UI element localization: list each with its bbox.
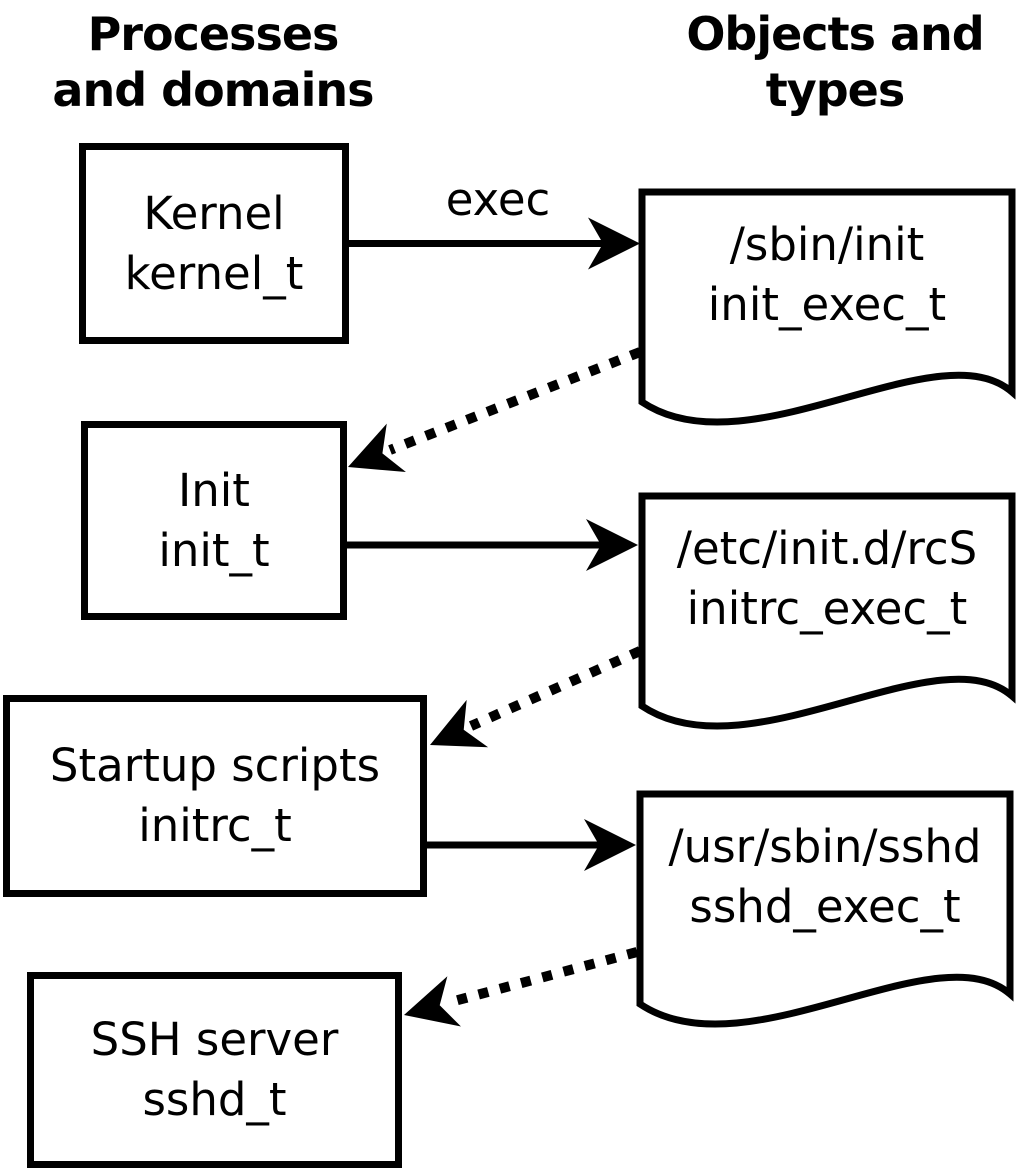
object-path: /sbin/init xyxy=(729,218,925,271)
transition-arrow-initrc-exec-to-initrc xyxy=(430,646,643,748)
exec-arrow-initrc-to-sshd-exec xyxy=(427,819,636,871)
arrowhead-icon xyxy=(430,699,489,748)
object-label: /usr/sbin/sshd sshd_exec_t xyxy=(636,817,1014,937)
object-type: init_exec_t xyxy=(707,278,947,331)
object-type: initrc_exec_t xyxy=(686,582,968,635)
kernel-box: Kernel kernel_t xyxy=(79,143,349,344)
domain-type: kernel_t xyxy=(124,246,304,300)
domain-type: sshd_t xyxy=(142,1073,287,1126)
arrowhead-icon xyxy=(584,819,636,871)
object-type: sshd_exec_t xyxy=(689,880,961,933)
object-label: /etc/init.d/rcS initrc_exec_t xyxy=(638,519,1016,639)
header-line: and domains xyxy=(52,63,374,117)
domain-type: initrc_t xyxy=(138,799,292,852)
header-line: types xyxy=(765,63,905,117)
transition-arrow-init-exec-to-init xyxy=(348,347,642,473)
transition-arrow-sshd-exec-to-sshd xyxy=(404,947,639,1027)
sshd-exec-document: /usr/sbin/sshd sshd_exec_t xyxy=(636,790,1014,1042)
processes-column-header: Processes and domains xyxy=(13,6,413,118)
process-name: Init xyxy=(178,463,250,517)
object-path: /usr/sbin/sshd xyxy=(668,820,982,873)
arrowhead-icon xyxy=(586,519,638,571)
object-label: /sbin/init init_exec_t xyxy=(638,215,1016,335)
init-box: Init init_t xyxy=(81,421,347,620)
objects-column-header: Objects and types xyxy=(635,6,1024,118)
process-name: Startup scripts xyxy=(49,739,381,792)
arrowhead-icon xyxy=(404,976,461,1027)
arrowhead-icon xyxy=(348,423,406,473)
document-shape xyxy=(636,790,1014,1028)
header-line: Processes xyxy=(87,7,340,61)
process-name: Kernel xyxy=(143,186,285,240)
initrc-exec-document: /etc/init.d/rcS initrc_exec_t xyxy=(638,492,1016,744)
document-shape xyxy=(638,188,1016,426)
document-shape xyxy=(638,492,1016,730)
domain-type: init_t xyxy=(158,523,270,577)
ssh-server-box: SSH server sshd_t xyxy=(27,972,402,1168)
arrowhead-icon xyxy=(588,217,640,270)
startup-scripts-box: Startup scripts initrc_t xyxy=(3,695,427,897)
object-path: /etc/init.d/rcS xyxy=(676,522,978,575)
exec-arrow-label: exec xyxy=(445,173,551,226)
exec-arrow-init-to-initrc-exec xyxy=(347,519,638,571)
init-exec-document: /sbin/init init_exec_t xyxy=(638,188,1016,440)
header-line: Objects and xyxy=(686,7,984,61)
process-name: SSH server xyxy=(90,1013,339,1066)
